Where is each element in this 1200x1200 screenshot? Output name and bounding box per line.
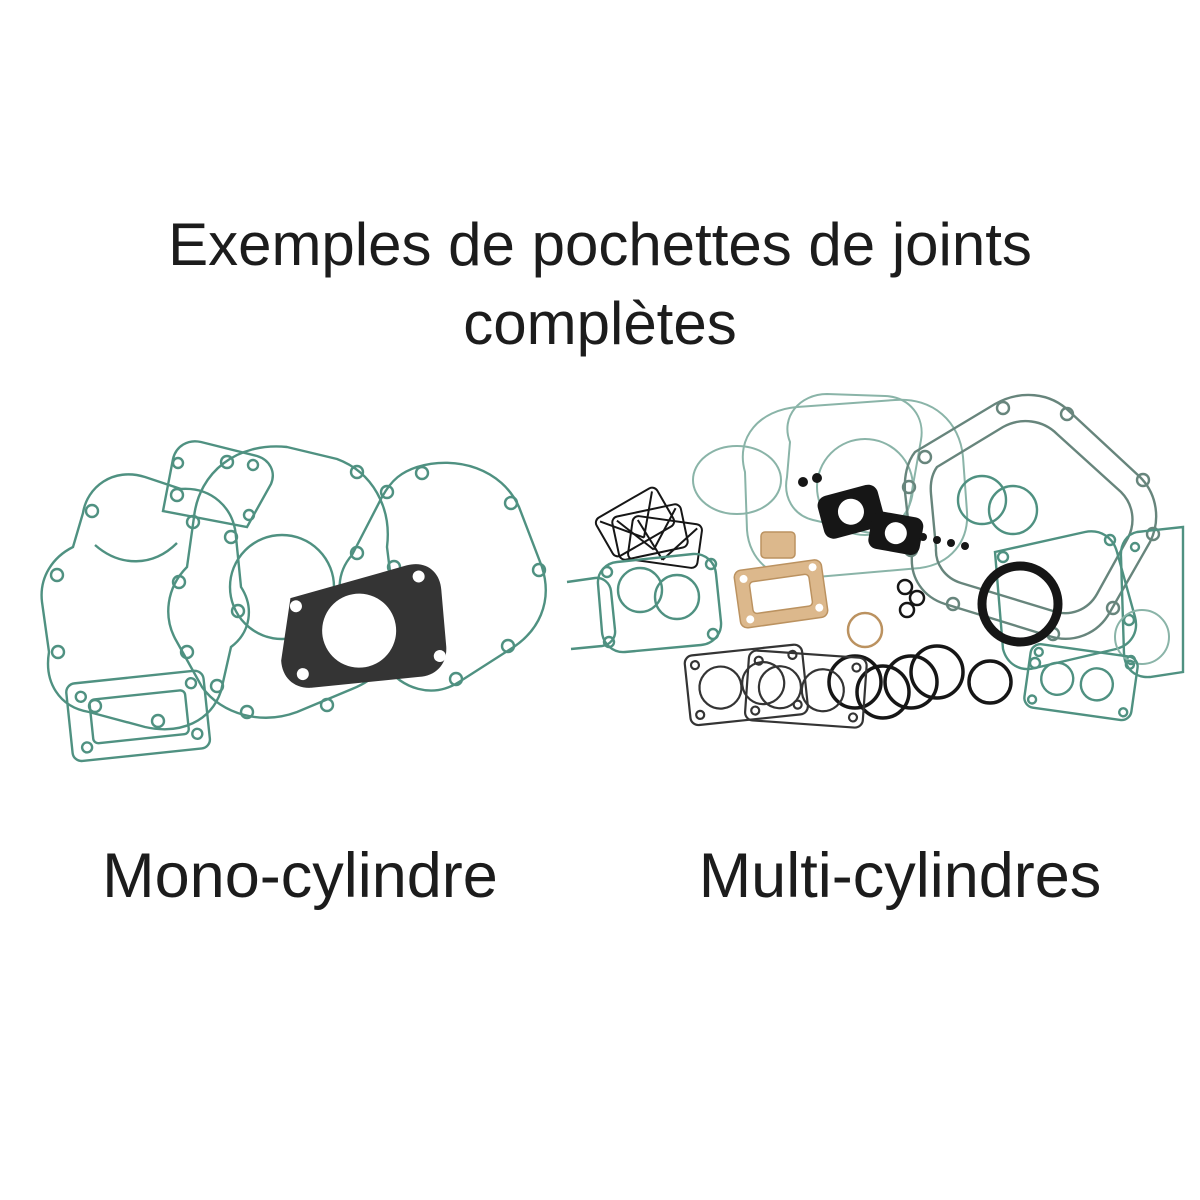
multi-cylinder-gasket-svg: [566, 392, 1185, 729]
background-gasket-outlines: [692, 392, 969, 580]
paper-shim: [760, 531, 796, 559]
cylinder-head-gasket: [281, 564, 447, 688]
title-line-1: Exemples de pochettes de joints: [168, 211, 1032, 278]
label-multi-cylindres: Multi-cylindres: [698, 841, 1102, 911]
title-line-2: complètes: [463, 290, 737, 358]
small-o-rings: [896, 578, 926, 619]
caption-row: Mono-cylindre Multi-cylindres: [0, 840, 1200, 912]
rectangular-gasket: [65, 669, 212, 763]
clutch-cover-gasket: [167, 445, 402, 720]
multi-cylinder-illustration: [565, 382, 1185, 797]
copper-ring: [846, 611, 884, 649]
label-mono-cylindre: Mono-cylindre: [102, 841, 498, 911]
rubber-seal-gaskets: [798, 473, 924, 555]
left-edge-gasket: [566, 576, 617, 651]
page-title: Exemples de pochettes de joints complète…: [0, 205, 1200, 363]
mono-cylinder-gasket-svg: [40, 440, 547, 763]
round-rubber-gasket: [977, 561, 1063, 647]
small-washers: [919, 533, 969, 550]
scalloped-gasket: [1023, 643, 1139, 722]
twin-base-gaskets: [683, 643, 868, 729]
mono-cylinder-illustration: [0, 415, 575, 820]
crankcase-cover-gasket: [40, 473, 250, 731]
interlocked-o-rings: [956, 474, 1039, 536]
reed-valve-gaskets: [594, 486, 703, 569]
cylinder-base-gasket: [596, 552, 723, 654]
paper-gasket: [733, 559, 829, 629]
large-o-rings: [827, 644, 1013, 720]
gray-ring-gasket: [1114, 609, 1170, 665]
crankcase-gasket: [901, 393, 1161, 642]
top-cover-gasket: [161, 440, 274, 529]
